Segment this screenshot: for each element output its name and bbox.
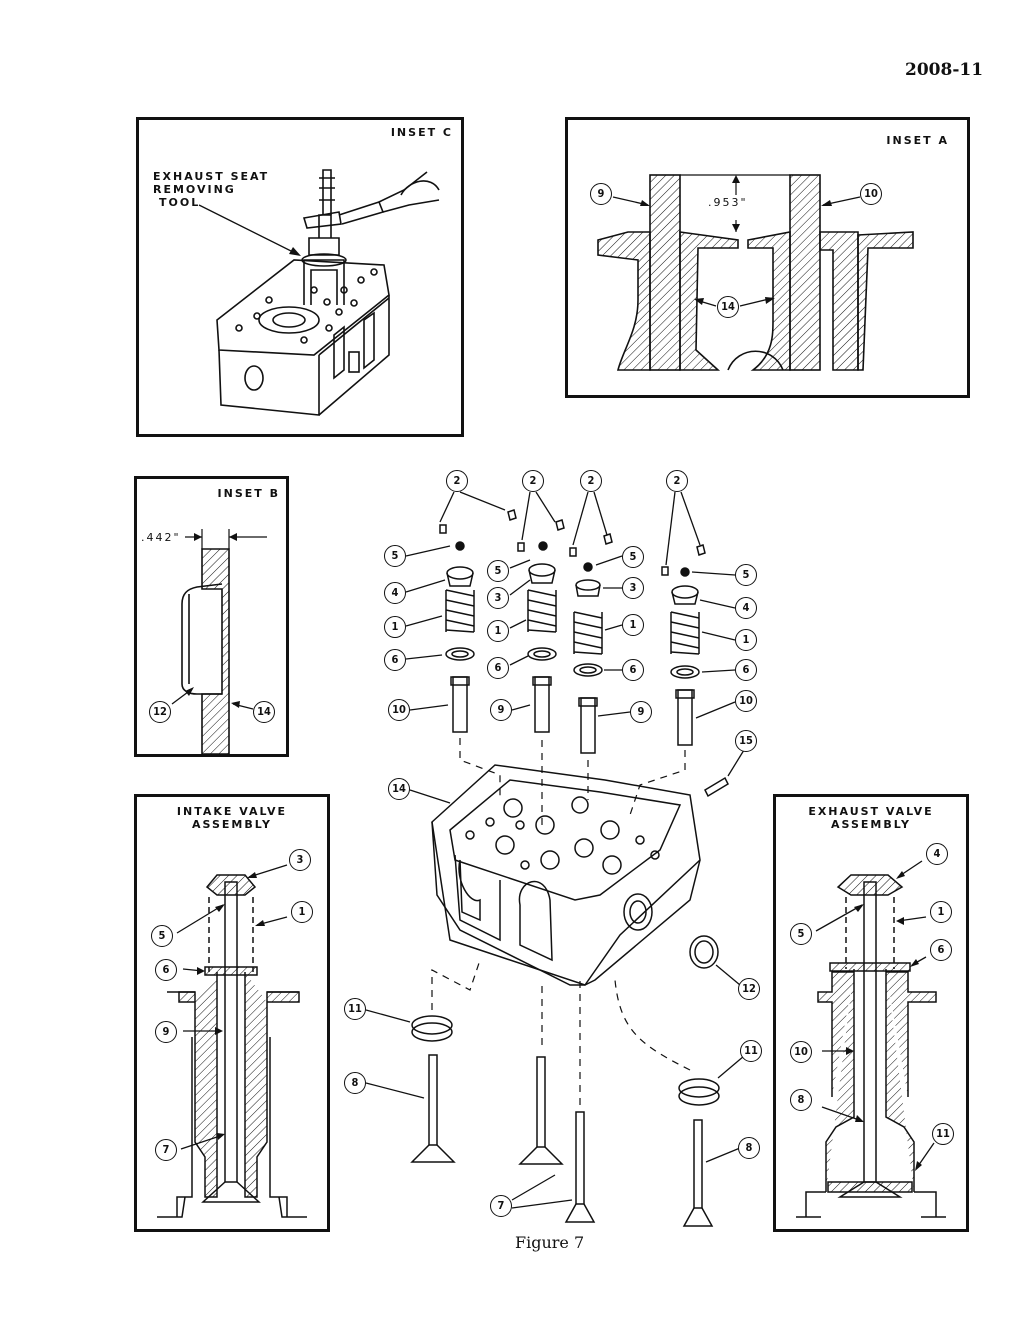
callout-1-col4: 1 (735, 629, 757, 651)
callout-7: 7 (490, 1195, 512, 1217)
exhaust-title: EXHAUST VALVE ASSEMBLY (776, 805, 966, 831)
callout-3-col3: 3 (622, 577, 644, 599)
exhaust-callout-1: 1 (930, 901, 952, 923)
callout-5-col1: 5 (384, 545, 406, 567)
callout-14-head: 14 (388, 778, 410, 800)
inset-b-callout-12: 12 (149, 701, 171, 723)
inset-a-title: INSET A (886, 134, 949, 147)
callout-9-col3: 9 (630, 701, 652, 723)
intake-callout-9: 9 (155, 1021, 177, 1043)
callout-8-left: 8 (344, 1072, 366, 1094)
callout-5-col2: 5 (487, 560, 509, 582)
intake-assembly-illustration (157, 864, 307, 1218)
inset-a-callout-9: 9 (590, 183, 612, 205)
callout-11-right: 11 (740, 1040, 762, 1062)
callout-4-col1: 4 (384, 582, 406, 604)
tool-label-line-3: TOOL (159, 196, 201, 209)
callout-2-col4: 2 (666, 470, 688, 492)
intake-callout-6: 6 (155, 959, 177, 981)
callout-6-col2: 6 (487, 657, 509, 679)
inset-b-illustration (171, 529, 267, 754)
tool-label-line-2: REMOVING (153, 183, 236, 196)
exhaust-callout-4: 4 (926, 843, 948, 865)
exhaust-callout-11: 11 (932, 1123, 954, 1145)
inset-b-panel: INSET B .442" 12 14 (134, 476, 289, 757)
callout-10-col4: 10 (735, 690, 757, 712)
exhaust-assembly-illustration (796, 860, 946, 1218)
inset-a-panel: INSET A .953" 9 10 14 (565, 117, 970, 398)
inset-c-title: INSET C (390, 126, 453, 139)
intake-title: INTAKE VALVE ASSEMBLY (137, 805, 327, 831)
callout-3-col2: 3 (487, 587, 509, 609)
intake-title-line-2: ASSEMBLY (192, 818, 272, 831)
inset-b-dimension: .442" (141, 531, 181, 544)
intake-callout-5: 5 (151, 925, 173, 947)
callout-6-col1: 6 (384, 649, 406, 671)
tool-label: EXHAUST SEAT REMOVING TOOL (153, 170, 269, 209)
page-number: 2008-11 (905, 60, 984, 80)
figure-caption: Figure 7 (515, 1233, 585, 1252)
exhaust-callout-10: 10 (790, 1041, 812, 1063)
tool-label-line-1: EXHAUST SEAT (153, 170, 270, 183)
callout-6-col4: 6 (735, 659, 757, 681)
inset-a-callout-10: 10 (860, 183, 882, 205)
callout-11-left: 11 (344, 998, 366, 1020)
exhaust-callout-5: 5 (790, 923, 812, 945)
intake-callout-1: 1 (291, 901, 313, 923)
inset-c-illustration (198, 169, 440, 416)
exhaust-assembly-panel: EXHAUST VALVE ASSEMBLY 4 1 5 6 10 8 11 (773, 794, 969, 1232)
inset-b-callout-14: 14 (253, 701, 275, 723)
inset-a-dimension: .953" (708, 196, 748, 209)
callout-1-col1: 1 (384, 616, 406, 638)
callout-6-col3: 6 (622, 659, 644, 681)
callout-2-col3: 2 (580, 470, 602, 492)
callout-15: 15 (735, 730, 757, 752)
callout-2-col1: 2 (446, 470, 468, 492)
intake-title-line-1: INTAKE VALVE (176, 805, 288, 818)
callout-1-col3: 1 (622, 614, 644, 636)
exhaust-callout-6: 6 (930, 939, 952, 961)
inset-c-panel: INSET C EXHAUST SEAT REMOVING TOOL (136, 117, 464, 437)
callout-12-seal: 12 (738, 978, 760, 1000)
exhaust-title-line-1: EXHAUST VALVE (808, 805, 934, 818)
inset-a-illustration (597, 174, 914, 371)
callout-5-col4: 5 (735, 564, 757, 586)
inset-b-title: INSET B (217, 487, 280, 500)
exhaust-callout-8: 8 (790, 1089, 812, 1111)
callout-8-right: 8 (738, 1137, 760, 1159)
callout-9-col2: 9 (490, 699, 512, 721)
inset-a-callout-14: 14 (717, 296, 739, 318)
callout-1-col2: 1 (487, 620, 509, 642)
intake-callout-3: 3 (289, 849, 311, 871)
intake-callout-7: 7 (155, 1139, 177, 1161)
callout-5-col3: 5 (622, 546, 644, 568)
callout-4-col4: 4 (735, 597, 757, 619)
exhaust-title-line-2: ASSEMBLY (831, 818, 911, 831)
callout-10-col1: 10 (388, 699, 410, 721)
callout-2-col2: 2 (522, 470, 544, 492)
intake-assembly-panel: INTAKE VALVE ASSEMBLY 3 1 5 6 9 7 (134, 794, 330, 1232)
